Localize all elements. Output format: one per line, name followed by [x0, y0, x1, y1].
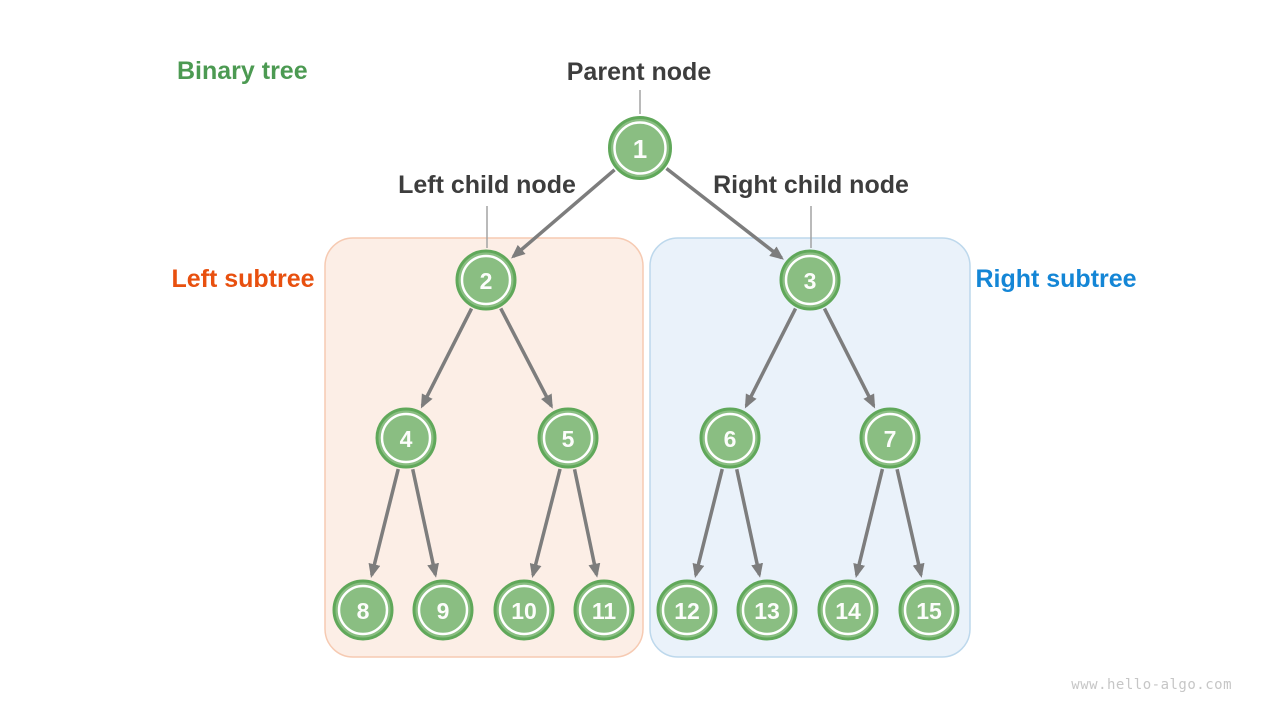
node-value: 3	[804, 268, 817, 294]
node-value: 2	[480, 268, 493, 294]
tree-node-9: 9	[412, 579, 474, 641]
tree-node-2: 2	[455, 249, 517, 311]
node-value: 8	[357, 598, 370, 624]
tree-edge-5-10	[529, 468, 562, 579]
right-subtree-label: Right subtree	[975, 265, 1137, 293]
node-value: 10	[511, 598, 537, 624]
parent-node-label: Parent node	[566, 58, 712, 86]
node-value: 6	[724, 426, 737, 452]
node-value: 1	[633, 134, 647, 164]
left-child-node-label: Left child node	[398, 171, 576, 199]
right-child-node-label: Right child node	[713, 171, 909, 199]
tree-node-8: 8	[332, 579, 394, 641]
figure-title: Binary tree	[177, 57, 308, 85]
tree-node-13: 13	[736, 579, 798, 641]
tree-edge-7-15	[895, 468, 925, 578]
node-value: 5	[562, 426, 575, 452]
tree-node-5: 5	[537, 407, 599, 469]
tree-node-1: 1	[608, 116, 672, 180]
node-value: 7	[884, 426, 897, 452]
tree-edge-1-2	[511, 168, 616, 259]
tree-edge-5-11	[572, 468, 601, 578]
tree-node-3: 3	[779, 249, 841, 311]
tree-node-4: 4	[375, 407, 437, 469]
tree-edge-6-12	[692, 468, 724, 578]
tree-edge-4-8	[368, 468, 400, 578]
tree-edge-7-14	[853, 468, 885, 578]
node-value: 12	[674, 598, 700, 624]
tree-node-10: 10	[493, 579, 555, 641]
watermark: www.hello-algo.com	[1071, 677, 1232, 693]
node-value: 15	[916, 598, 942, 624]
node-value: 11	[592, 598, 617, 624]
tree-edge-3-6	[744, 307, 798, 409]
tree-node-15: 15	[898, 579, 960, 641]
node-value: 4	[400, 426, 413, 452]
left-subtree-label: Left subtree	[171, 265, 315, 293]
tree-edge-2-5	[499, 307, 553, 409]
tree-edge-1-3	[665, 167, 784, 260]
node-value: 9	[437, 598, 450, 624]
tree-node-14: 14	[817, 579, 879, 641]
tree-edge-6-13	[735, 468, 763, 578]
node-value: 14	[835, 598, 861, 624]
tree-node-7: 7	[859, 407, 921, 469]
left-subtree-box	[324, 237, 644, 658]
tree-edge-4-9	[411, 468, 439, 578]
tree-edge-3-7	[822, 307, 876, 409]
tree-node-12: 12	[656, 579, 718, 641]
tree-edge-2-4	[420, 307, 474, 409]
tree-node-11: 11	[573, 579, 635, 641]
right-subtree-box	[649, 237, 971, 658]
tree-node-6: 6	[699, 407, 761, 469]
node-value: 13	[754, 598, 780, 624]
